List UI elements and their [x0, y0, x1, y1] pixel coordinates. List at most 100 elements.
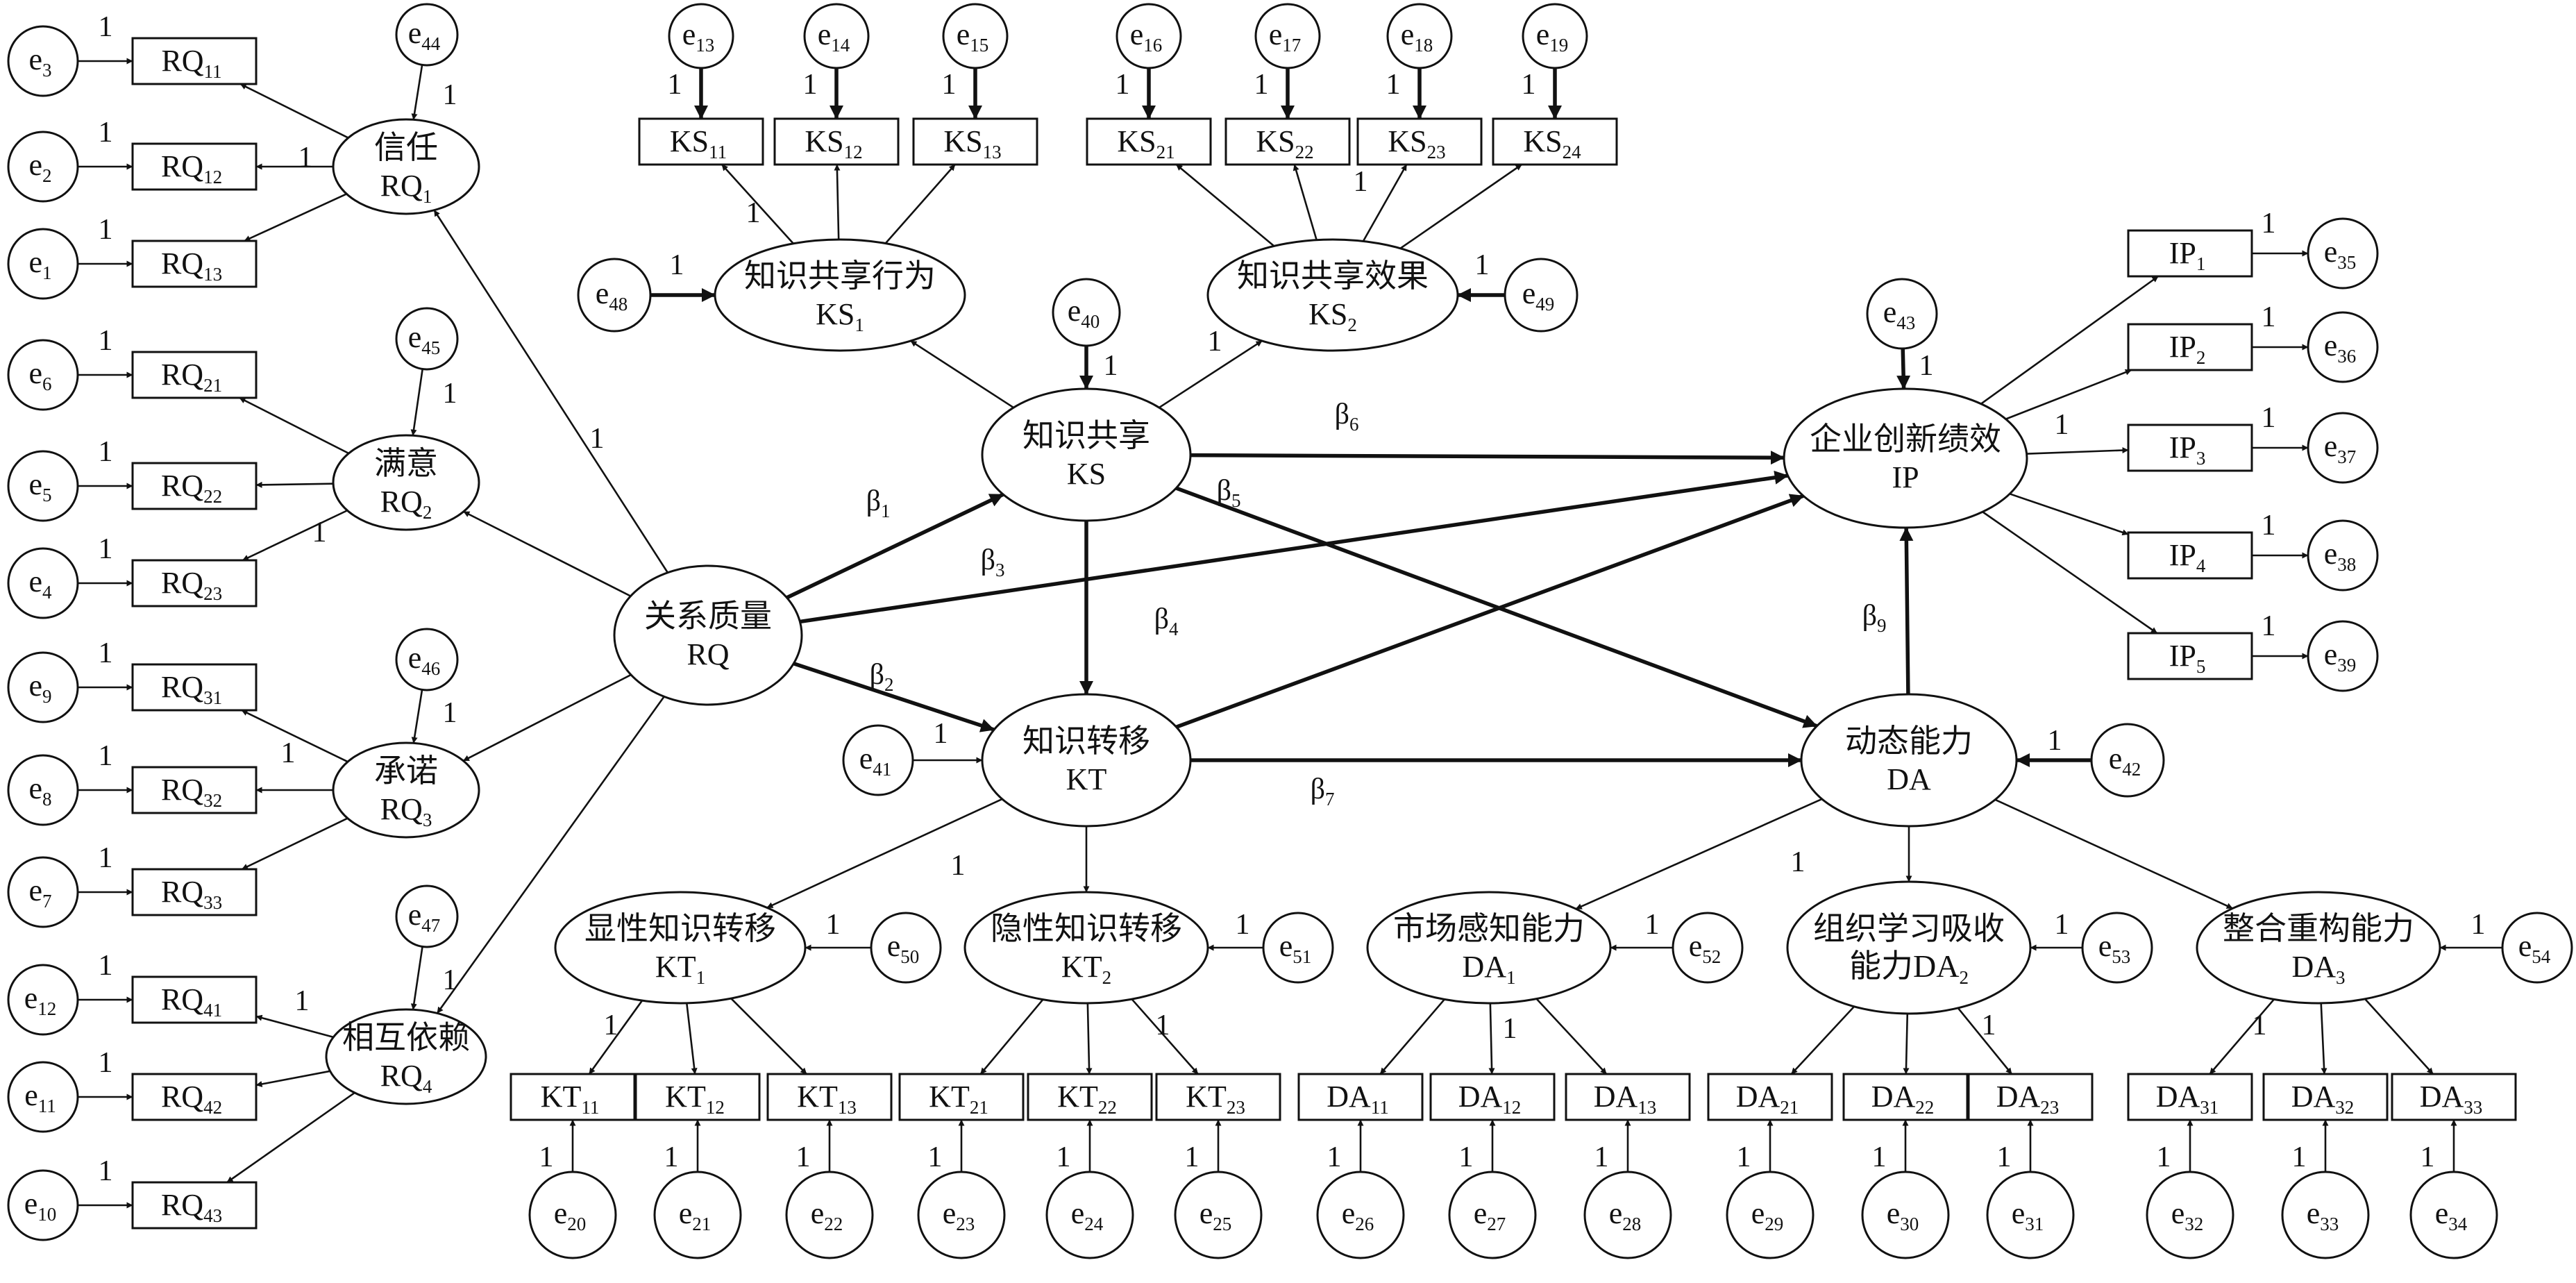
path-coefficient-b1: β1 — [866, 485, 891, 521]
loading-label: 1 — [2421, 1141, 2435, 1173]
path-coefficient-b6: β6 — [1335, 399, 1359, 435]
loading-label: 1 — [1737, 1141, 1751, 1173]
latent-code: KT1 — [655, 950, 705, 988]
latent-code: DA3 — [2291, 950, 2345, 988]
latent-name: 承诺 — [374, 753, 438, 789]
indicator-ks23: KS23 — [1356, 117, 1483, 166]
path-e47-to-rq4 — [410, 946, 423, 1010]
loading-label: 1 — [746, 197, 761, 229]
indicator-label: RQ12 — [161, 149, 222, 187]
latent-code: KS2 — [1308, 297, 1357, 335]
latent-code: IP — [1892, 460, 1919, 494]
loading-label: 1 — [1459, 1141, 1474, 1173]
path-coefficient-b5: β5 — [1217, 475, 1241, 511]
error-term-e47: e47 — [395, 884, 459, 948]
error-term-e29: e29 — [1726, 1171, 1815, 1259]
indicator-label: RQ32 — [161, 773, 222, 811]
error-term-e45: e45 — [395, 307, 459, 371]
path-ip-to-ip1 — [1980, 275, 2159, 405]
error-term-e41: e41 — [842, 724, 914, 796]
error-term-e50: e50 — [870, 912, 942, 984]
error-label: e17 — [1269, 17, 1302, 56]
path-coefficient-b9: β9 — [1862, 600, 1887, 636]
error-label: e20 — [554, 1196, 587, 1234]
indicator-rq13: RQ13 — [131, 240, 258, 288]
loading-label: 1 — [1185, 1141, 1199, 1173]
error-term-e43: e43 — [1866, 278, 1938, 350]
indicator-label: KT23 — [1186, 1080, 1245, 1118]
indicator-ks21: KS21 — [1086, 117, 1212, 166]
path-ks2-to-ks21 — [1175, 164, 1275, 247]
loading-label: 1 — [1982, 1009, 1996, 1041]
error-term-e5: e5 — [7, 450, 79, 522]
path-ip-to-ip3 — [2026, 447, 2129, 455]
indicator-rq33: RQ33 — [131, 868, 258, 916]
indicator-label: DA33 — [2420, 1080, 2483, 1118]
path-da-to-da3 — [1994, 798, 2233, 909]
error-term-e51: e51 — [1262, 912, 1334, 984]
error-label: e35 — [2324, 235, 2357, 273]
loading-label: 1 — [1594, 1141, 1609, 1173]
indicator-label: KS12 — [805, 124, 862, 162]
loading-label: 1 — [796, 1141, 811, 1173]
indicator-ip2: IP2 — [2127, 323, 2253, 371]
path-coefficient-b4: β4 — [1154, 603, 1179, 639]
error-term-e20: e20 — [528, 1171, 617, 1259]
path-da2-to-da22 — [1903, 1013, 1910, 1075]
latent-code: DA1 — [1462, 950, 1515, 988]
path-rq4-to-rq42 — [255, 1070, 330, 1087]
loading-label: 1 — [1997, 1141, 2012, 1173]
error-term-e32: e32 — [2146, 1171, 2234, 1259]
indicator-label: RQ43 — [161, 1188, 222, 1226]
error-term-e10: e10 — [7, 1169, 79, 1241]
loading-label: 1 — [1522, 69, 1536, 101]
loading-label: 1 — [1236, 909, 1250, 941]
loading-label: 1 — [539, 1141, 554, 1173]
loading-label: 1 — [443, 697, 457, 729]
error-term-e4: e4 — [7, 547, 79, 619]
error-label: e51 — [1279, 929, 1312, 967]
path-arrows — [78, 58, 2502, 1209]
path-e44-to-rq1 — [411, 65, 423, 120]
loading-label: 1 — [281, 737, 296, 769]
error-term-e11: e11 — [7, 1061, 79, 1133]
indicator-label: KS11 — [670, 124, 727, 162]
path-rq1-to-rq11 — [239, 83, 349, 139]
loading-label: 1 — [942, 69, 957, 101]
path-ip-to-ip2 — [2005, 369, 2132, 420]
latent-name: 显性知识转移 — [584, 911, 776, 946]
error-term-e35: e35 — [2307, 217, 2379, 290]
path-da3-to-da33 — [2364, 998, 2434, 1075]
latent-name: 关系质量 — [644, 598, 772, 634]
error-term-e33: e33 — [2281, 1171, 2370, 1259]
loading-label: 1 — [2262, 510, 2276, 542]
path-kt1-to-kt12 — [685, 1003, 698, 1075]
indicator-label: KS24 — [1523, 124, 1581, 162]
loading-label: 1 — [443, 378, 457, 410]
indicator-rq41: RQ41 — [131, 975, 258, 1024]
latent-code: KT — [1066, 762, 1107, 796]
path-ip-to-ip4 — [2009, 493, 2129, 536]
error-term-e25: e25 — [1174, 1171, 1263, 1259]
indicator-label: RQ41 — [161, 982, 222, 1021]
loading-label: 1 — [951, 850, 966, 882]
error-term-e19: e19 — [1522, 3, 1588, 69]
error-label: e37 — [2324, 429, 2357, 467]
path-ks2-to-ks22 — [1293, 164, 1318, 241]
indicator-label: KT13 — [797, 1080, 857, 1118]
error-label: e43 — [1883, 295, 1916, 333]
indicator-label: KS22 — [1256, 124, 1313, 162]
error-term-e16: e16 — [1116, 3, 1182, 69]
indicator-label: DA32 — [2291, 1080, 2355, 1118]
path-kt2-to-kt22 — [1086, 1003, 1093, 1075]
indicator-rq11: RQ11 — [131, 37, 258, 85]
path-da3-to-da31 — [2209, 998, 2275, 1075]
path-kt-to-ip — [1175, 494, 1804, 729]
diagram-nodes: RQ11e3RQ12e2RQ13e1RQ21e6RQ22e5RQ23e4RQ31… — [7, 3, 2573, 1259]
